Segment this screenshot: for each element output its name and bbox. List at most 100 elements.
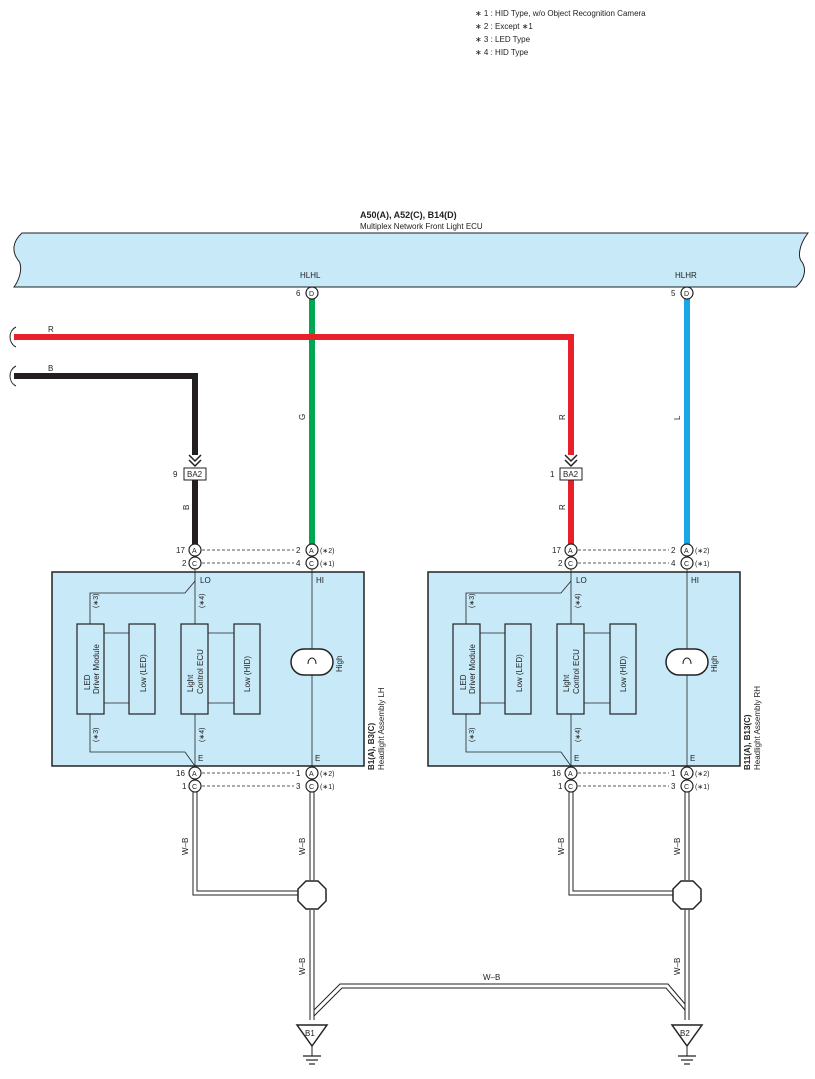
conn-c-lh-bottom-left [188, 779, 202, 793]
wire-label-wb: W–B [298, 838, 307, 855]
pin-2-right: 2 [296, 546, 301, 555]
notes-legend: ∗ 1 : HID Type, w/o Object Recognition C… [475, 9, 646, 57]
ecu-connector-d-rh [680, 286, 694, 300]
note-ref-4: (∗4) [575, 594, 582, 608]
pin-4-right: 4 [296, 559, 301, 568]
wire-label-wb: W–B [673, 958, 682, 975]
note-4: ∗ 4 : HID Type [475, 48, 529, 57]
conn-c-lh-bottom-right [305, 779, 319, 793]
wire-label-wb-cross: W–B [483, 973, 500, 982]
pin-3-right: 3 [296, 782, 301, 791]
low-hid-label: Low (HID) [243, 656, 252, 692]
ground-b2-label: B2 [680, 1029, 690, 1038]
break-mark-r [9, 326, 17, 348]
ecu-connector-d-rh-label: D [684, 291, 689, 298]
lo-label: LO [576, 576, 587, 585]
wire-label-b-vert: B [182, 505, 191, 510]
led-driver-label: LED [459, 674, 468, 690]
ground-icon [670, 1024, 704, 1048]
pin-1: 1 [558, 782, 563, 791]
conn-c-rh-bottom-left [564, 779, 578, 793]
ecu-pin-hlhl: HLHL [300, 271, 321, 280]
ecu-connector-d-lh [305, 286, 319, 300]
low-hid [233, 623, 261, 715]
note-ref-4: (∗4) [199, 728, 206, 742]
junction-ba2-lh-label: BA2 [187, 470, 203, 479]
ground-b1-label: B1 [305, 1029, 315, 1038]
light-control-ecu [556, 623, 585, 715]
splice-lh [297, 880, 327, 910]
conn-a-label: A [568, 548, 573, 555]
conn-a-rh-top-right [680, 543, 694, 557]
wire-label-wb: W–B [673, 838, 682, 855]
pin-17: 17 [176, 546, 185, 555]
conn-c-label: C [309, 784, 314, 791]
wire-label-b: B [48, 364, 53, 373]
note-ref-1: (∗1) [320, 561, 334, 568]
wire-label-l: L [673, 415, 682, 420]
led-driver-label-2: Driver Module [92, 644, 101, 694]
e-label: E [315, 754, 320, 763]
bulb-icon [290, 648, 334, 676]
led-driver-module [452, 623, 481, 715]
note-ref-2: (∗2) [695, 771, 709, 778]
hi-label: HI [316, 576, 324, 585]
conn-a-rh-bottom-right [680, 766, 694, 780]
light-ctrl-label: Light [562, 674, 571, 692]
light-ctrl-label-2: Control ECU [196, 649, 205, 694]
low-hid [609, 623, 637, 715]
conn-c-label: C [684, 561, 689, 568]
ecu-body [13, 232, 810, 288]
ecu-pin-6: 6 [296, 289, 301, 298]
wire-label-g: G [298, 414, 307, 420]
note-ref-4: (∗4) [575, 728, 582, 742]
low-led [128, 623, 156, 715]
conn-a-label: A [192, 771, 197, 778]
wire-label-wb: W–B [298, 958, 307, 975]
note-1: ∗ 1 : HID Type, w/o Object Recognition C… [475, 9, 646, 18]
splice-rh [672, 880, 702, 910]
pin-4-right: 4 [671, 559, 676, 568]
note-ref-3: (∗3) [469, 594, 476, 608]
ground-b2: B2 [670, 1024, 704, 1065]
wire-label-wb: W–B [181, 838, 190, 855]
conn-a-lh-bottom-left [188, 766, 202, 780]
pin-2: 2 [558, 559, 563, 568]
ecu-pin-5: 5 [671, 289, 676, 298]
conn-a-label: A [309, 771, 314, 778]
conn-c-label: C [192, 784, 197, 791]
e-label: E [690, 754, 695, 763]
note-3: ∗ 3 : LED Type [475, 35, 531, 44]
headlight-lh-name: Headlight Assembly LH [377, 687, 386, 770]
conn-c-label: C [192, 561, 197, 568]
conn-c-rh-bottom-right [680, 779, 694, 793]
pin-1-right: 1 [296, 769, 301, 778]
junction-ba2-lh [183, 467, 207, 481]
wire-red [14, 334, 574, 455]
light-control-ecu [180, 623, 209, 715]
note-ref-2: (∗2) [320, 771, 334, 778]
note-ref-1: (∗1) [695, 784, 709, 791]
conn-a-label: A [684, 771, 689, 778]
pin-16: 16 [176, 769, 185, 778]
conn-a-rh-top-left [564, 543, 578, 557]
chevron-icon-rh [564, 454, 578, 468]
conn-a-lh-top-left [188, 543, 202, 557]
light-ctrl-label-2: Control ECU [572, 649, 581, 694]
pin-1: 1 [182, 782, 187, 791]
high-label: High [335, 656, 344, 672]
junction-ba2-rh-pin: 1 [550, 470, 555, 479]
note-2: ∗ 2 : Except ∗1 [475, 22, 533, 31]
low-led-label: Low (LED) [515, 654, 524, 692]
conn-a-label: A [568, 771, 573, 778]
break-mark-b [9, 365, 17, 387]
ground-b1: B1 [295, 1024, 329, 1065]
led-driver-label: LED [83, 674, 92, 690]
conn-a-lh-bottom-right [305, 766, 319, 780]
conn-c-label: C [568, 561, 573, 568]
light-ctrl-label: Light [186, 674, 195, 692]
hi-label: HI [691, 576, 699, 585]
note-ref-2: (∗2) [695, 548, 709, 555]
junction-ba2-lh-pin: 9 [173, 470, 178, 479]
